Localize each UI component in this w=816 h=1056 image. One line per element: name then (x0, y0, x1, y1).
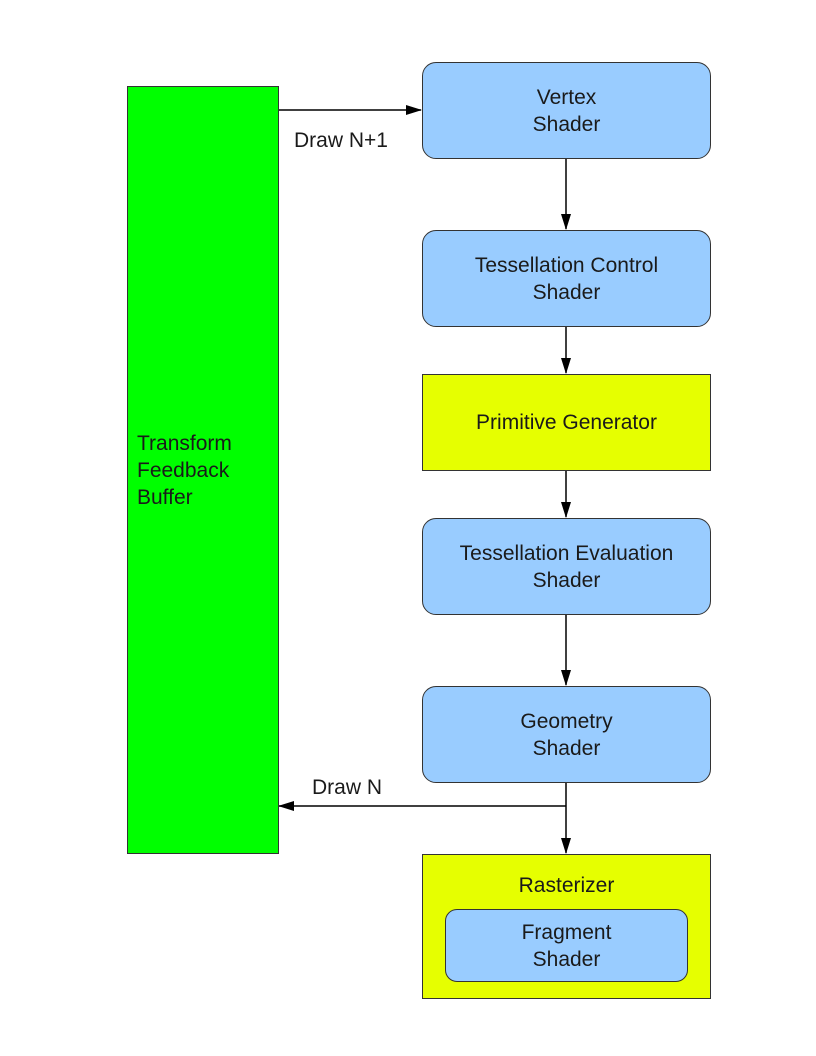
tessellation-control-shader-node: Tessellation Control Shader (422, 230, 711, 327)
transform-feedback-buffer-node: Transform Feedback Buffer (127, 86, 279, 854)
rasterizer-label: Rasterizer (518, 874, 615, 897)
tessellation-evaluation-shader-label: Tessellation Evaluation Shader (459, 541, 674, 592)
geometry-shader-node: Geometry Shader (422, 686, 711, 783)
tessellation-control-shader-label: Tessellation Control Shader (474, 253, 659, 304)
draw-current-edge-label: Draw N (312, 776, 383, 799)
tessellation-evaluation-shader-node: Tessellation Evaluation Shader (422, 518, 711, 615)
fragment-shader-node: Fragment Shader (445, 909, 688, 982)
vertex-shader-label: Vertex Shader (532, 85, 601, 136)
transform-feedback-buffer-label: Transform Feedback Buffer (137, 431, 232, 509)
geometry-shader-label: Geometry Shader (520, 709, 613, 760)
primitive-generator-label: Primitive Generator (476, 411, 657, 434)
primitive-generator-node: Primitive Generator (422, 374, 711, 471)
fragment-shader-label: Fragment Shader (521, 920, 612, 971)
vertex-shader-node: Vertex Shader (422, 62, 711, 159)
draw-next-edge-label: Draw N+1 (294, 129, 388, 152)
rasterizer-node: Rasterizer Fragment Shader (422, 854, 711, 999)
